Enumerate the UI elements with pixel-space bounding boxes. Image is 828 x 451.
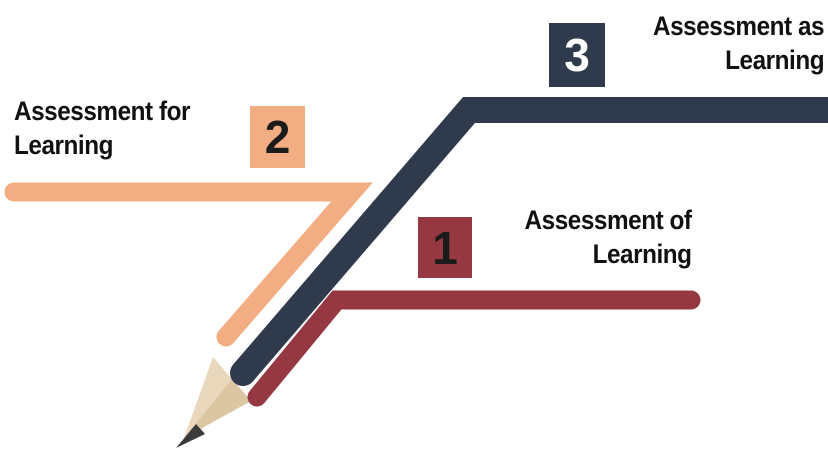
step-3-line — [230, 97, 828, 386]
step-2-label: Assessment for Learning — [14, 94, 190, 162]
step-1-label-line2: Learning — [592, 239, 692, 269]
step-3-label-line2: Learning — [724, 45, 824, 75]
step-1-label-line1: Assessment of — [524, 205, 692, 235]
step-2-label-line2: Learning — [14, 130, 114, 160]
step-2-label-line1: Assessment for — [14, 96, 191, 126]
step-1-label: Assessment of Learning — [525, 203, 692, 271]
step-1-line — [247, 290, 701, 407]
step-1-number: 1 — [432, 221, 458, 274]
step-3-number: 3 — [564, 29, 590, 81]
step-2-badge: 2 — [250, 106, 305, 168]
step-1-badge: 1 — [418, 217, 472, 278]
step-3-label-line1: Assessment as — [652, 11, 825, 41]
step-3-badge: 3 — [549, 23, 605, 87]
step-2-number: 2 — [264, 111, 291, 163]
step-2-line — [4, 182, 373, 347]
step-3-label: Assessment as Learning — [652, 9, 825, 77]
pencil-tip-wood-shade — [184, 379, 251, 438]
pencil-lead — [176, 424, 205, 448]
